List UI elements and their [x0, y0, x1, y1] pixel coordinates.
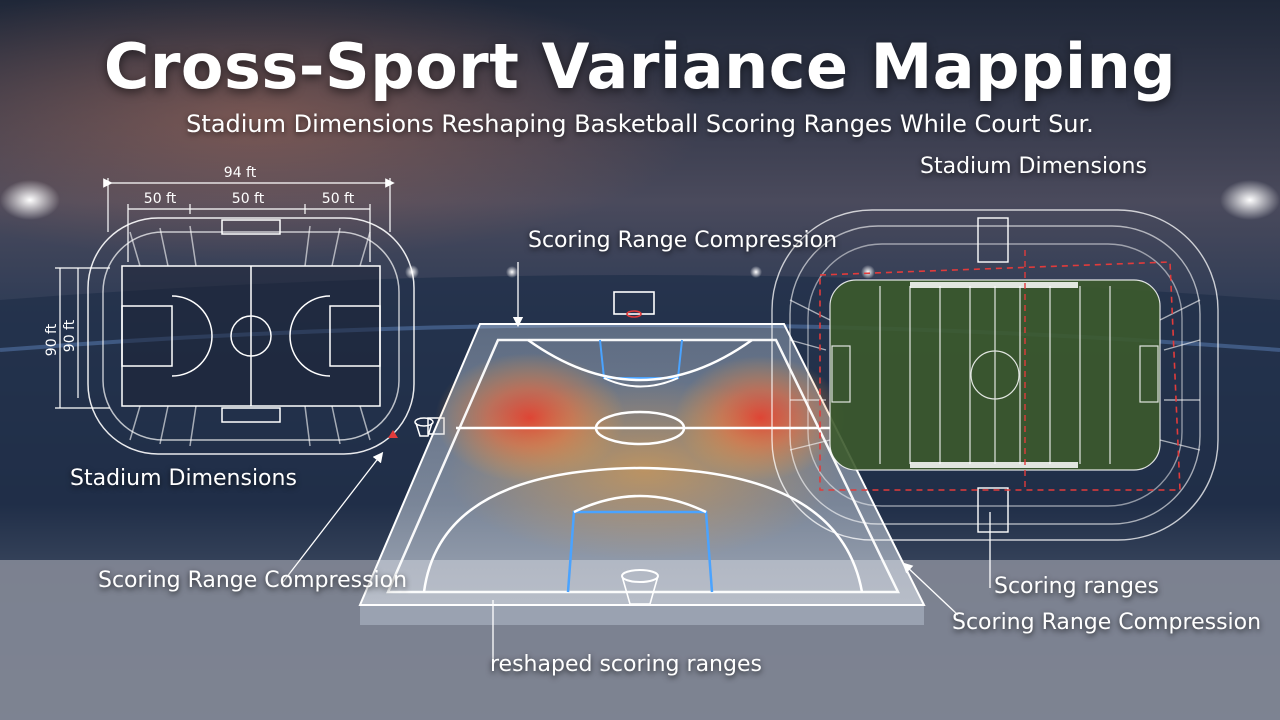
left-dimensions-label: Stadium Dimensions	[70, 466, 297, 491]
page-title: Cross-Sport Variance Mapping	[103, 30, 1177, 103]
dim-segment-2: 50 ft	[232, 191, 265, 207]
dim-segment-1: 50 ft	[144, 191, 177, 207]
right-compression-label: Scoring Range Compression	[952, 610, 1262, 635]
right-stadium-diagram	[771, 209, 1219, 541]
dashed-boundary	[819, 261, 1181, 491]
dim-width-inner: 90 ft	[62, 319, 78, 352]
marker-icon	[388, 430, 398, 438]
field-bottom-bar	[910, 462, 1078, 468]
leader-lines	[282, 262, 991, 660]
dim-segment-3: 50 ft	[322, 191, 355, 207]
dim-total-length: 94 ft	[224, 165, 257, 181]
stadium-lights	[0, 180, 1280, 279]
football-field-lines	[829, 279, 1161, 471]
heat-zone-center	[445, 380, 845, 560]
left-dimension-lines	[55, 178, 395, 409]
right-dimensions-label: Stadium Dimensions	[920, 154, 1147, 179]
center-compression-label: Scoring Range Compression	[528, 228, 838, 253]
field-top-bar	[910, 282, 1078, 288]
left-compression-label: Scoring Range Compression	[98, 568, 408, 593]
left-stadium-diagram	[87, 217, 415, 455]
page-subtitle: Stadium Dimensions Reshaping Basketball …	[186, 110, 1094, 138]
reshaped-ranges-label: reshaped scoring ranges	[490, 652, 762, 677]
dim-width-outer: 90 ft	[44, 323, 60, 356]
right-ranges-label: Scoring ranges	[994, 574, 1160, 599]
center-court	[358, 291, 926, 625]
